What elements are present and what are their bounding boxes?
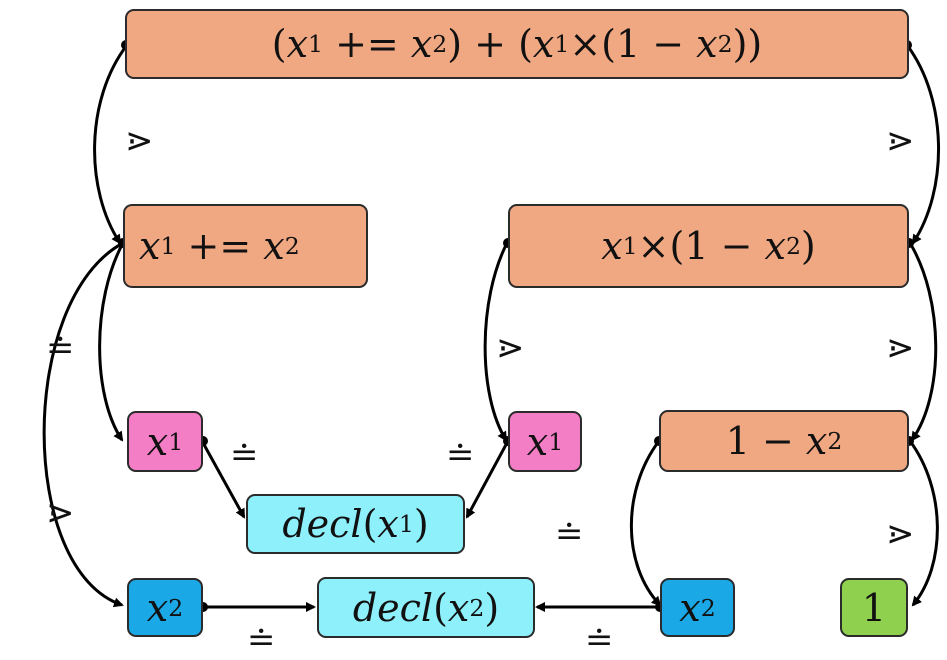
rel-eq-x1-left-decl: ≐ [230, 435, 259, 475]
constant-one-label: 1 [861, 585, 887, 630]
rel-ge-product-x1: ⋗ [496, 328, 525, 368]
decl-x2-open: ( [433, 585, 448, 630]
x2-left-var: x [146, 585, 169, 630]
root-p2-open: ( [518, 22, 533, 66]
rel-eq-assign-x1: ≐ [46, 328, 75, 368]
assign-sub1: 1 [160, 232, 176, 260]
product-sub2: 2 [785, 232, 801, 260]
decl-x2-pre: decl [352, 585, 434, 630]
root-var4: x [696, 22, 718, 66]
root-var2: x [410, 22, 433, 66]
decl-x1-sub: 1 [398, 510, 414, 538]
root-plus: + [462, 22, 519, 66]
edge-x1-to-decl-x1 [200, 440, 246, 519]
x1-right-var: x [526, 419, 549, 464]
decl-x2-sub: 2 [469, 593, 485, 622]
root-var1: x [286, 22, 308, 66]
rel-ge-assign-x2: ⋗ [46, 493, 75, 533]
decl-x1-close: ) [413, 502, 429, 546]
edge-minus-to-one [908, 440, 939, 607]
product-close: ) [800, 224, 816, 268]
x1-left-sub: 1 [168, 427, 184, 456]
product-var2: x [764, 224, 786, 268]
rel-ge-root-left: ⋗ [125, 121, 154, 161]
root-sub2: 2 [432, 30, 448, 58]
assign-var2: x [263, 224, 285, 268]
node-constant-one: 1 [840, 578, 908, 637]
x2-left-sub: 2 [168, 593, 184, 622]
edge-assign-to-x2 [42, 241, 124, 608]
assign-var1: x [139, 224, 161, 268]
rel-eq-x1-right-decl: ≐ [446, 435, 475, 475]
rel-ge-root-right: ⋗ [886, 121, 915, 161]
root-p1-close: ) [447, 22, 463, 66]
root-var3: x [532, 22, 555, 66]
x1-left-var: x [146, 419, 169, 464]
product-var1: x [601, 224, 623, 268]
edge-root-to-assign [93, 44, 129, 245]
assign-sub2: 2 [284, 232, 300, 260]
root-sub3: 1 [554, 30, 570, 58]
root-times: ×(1 − [569, 22, 697, 66]
root-p1-open: ( [271, 22, 287, 66]
decl-x1-var: x [377, 502, 399, 546]
decl-x1-open: ( [362, 502, 378, 546]
root-sub1: 1 [308, 30, 323, 58]
rel-eq-decl-cross: ≐ [555, 514, 584, 554]
root-sub4: 2 [717, 30, 733, 58]
edge-product-to-minus [908, 242, 938, 442]
edge-product-to-x1 [483, 242, 509, 442]
product-sub1: 1 [622, 232, 638, 260]
rel-eq-x2-left-decl: ≐ [247, 620, 276, 660]
product-mid: ×(1 − [637, 224, 765, 268]
rel-eq-x2-right-decl: ≐ [585, 620, 614, 660]
decl-x2-var: x [447, 585, 470, 630]
minus-sub: 2 [827, 427, 843, 455]
edge-root-to-product [905, 44, 941, 245]
edge-minus-to-x2 [629, 440, 662, 607]
root-op1: += [322, 22, 411, 66]
rel-ge-product-minus: ⋗ [886, 328, 915, 368]
decl-x1-pre: decl [282, 502, 363, 546]
x2-right-sub: 2 [700, 593, 716, 622]
rel-ge-minus-one: ⋗ [886, 514, 915, 554]
root-p2-close: )) [732, 22, 763, 66]
edge-x1-right-to-decl-x1 [465, 440, 510, 519]
x2-right-var: x [679, 585, 701, 630]
edge-assign-to-x1 [98, 242, 125, 442]
decl-x2-close: ) [484, 585, 500, 630]
minus-pre: 1 − [725, 419, 806, 463]
assign-op: += [175, 224, 264, 268]
x1-right-sub: 1 [548, 427, 564, 456]
minus-var: x [805, 419, 828, 463]
